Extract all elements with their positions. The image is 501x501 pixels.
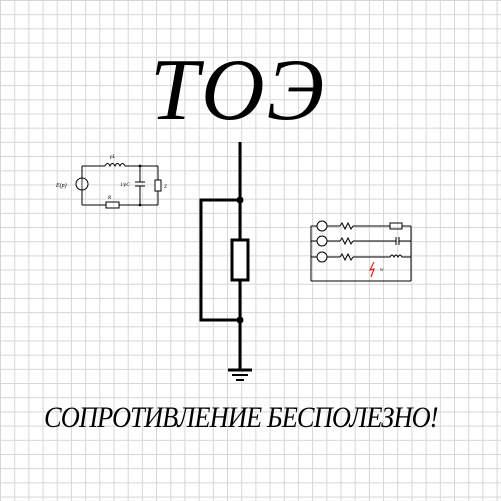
load-label: Z bbox=[164, 185, 167, 190]
source-icon bbox=[316, 251, 328, 263]
source-label: E(p) bbox=[55, 182, 67, 189]
lightning-icon bbox=[368, 261, 375, 278]
source-icon bbox=[316, 220, 328, 232]
slogan: СОПРОТИВЛЕНИЕ БЕСПОЛЕЗНО! bbox=[44, 401, 439, 434]
source-icon bbox=[316, 235, 328, 247]
load-icon bbox=[154, 179, 162, 192]
lightning-label: W bbox=[380, 267, 384, 272]
capacitor-label: 1/pC bbox=[120, 183, 130, 188]
title: ТОЭ bbox=[150, 42, 327, 139]
resistor-label: R bbox=[107, 196, 111, 201]
junction-bottom bbox=[236, 316, 244, 324]
inductor-icon bbox=[104, 163, 126, 168]
junction-top bbox=[236, 196, 244, 204]
inductor-label: pL bbox=[109, 155, 116, 160]
